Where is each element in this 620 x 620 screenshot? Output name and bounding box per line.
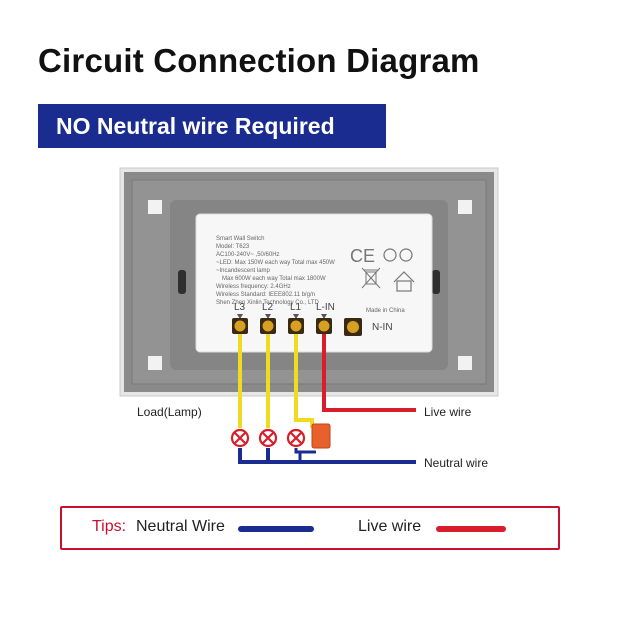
lamp-icon-l1 — [286, 428, 306, 448]
tips-legend: Tips: Neutral Wire Live wire — [60, 506, 560, 550]
terminal-arrow-l3 — [237, 314, 243, 319]
side-notch-left — [178, 270, 186, 294]
lamp-icon-l3 — [230, 428, 250, 448]
terminal-screw-lin — [316, 318, 332, 334]
module-text-3: AC100-240V~ ,50/60Hz — [216, 252, 280, 258]
terminal-arrow-lin — [321, 314, 327, 319]
neutral-wire — [238, 448, 416, 464]
module-text-1: Smart Wall Switch — [216, 236, 264, 242]
terminal-label-nin: N-IN — [372, 322, 393, 333]
legend-live-swatch — [436, 526, 506, 532]
terminal-label-l2: L2 — [262, 302, 274, 313]
corner-slot-br — [458, 356, 472, 370]
lamp-icon-l2 — [258, 428, 278, 448]
weee-bin-icon — [361, 267, 381, 289]
terminal-label-l1: L1 — [290, 302, 302, 313]
circle-mark-icon — [383, 248, 413, 262]
neutral-wire-label: Neutral wire — [424, 456, 489, 470]
side-notch-right — [432, 270, 440, 294]
terminal-screw-l2 — [260, 318, 276, 334]
capacitor — [311, 423, 331, 449]
legend-neutral-label: Neutral Wire — [136, 518, 225, 535]
terminal-arrow-l1 — [293, 314, 299, 319]
page-title: Circuit Connection Diagram — [38, 42, 480, 79]
module-text-6: Max 600W each way Total max 1800W — [222, 276, 326, 282]
module-text-2: Model: T623 — [216, 244, 250, 250]
live-wire — [322, 332, 416, 412]
legend-neutral-swatch — [238, 526, 314, 532]
module-text-7: Wireless frequency: 2.4GHz — [216, 284, 291, 290]
terminal-label-l3: L3 — [234, 302, 246, 313]
module-text-5: ~Incandescent lamp — [216, 268, 271, 274]
module-text-8: Wireless Standard: IEEE802.11 b/g/n — [216, 292, 315, 298]
neutral-branch-l1 — [294, 448, 316, 454]
module-text-9: Shen Zhen Xinlin Technology Co., LTD — [216, 300, 320, 306]
ce-mark: CE — [350, 246, 375, 266]
tips-label: Tips: — [92, 518, 127, 535]
switch-module — [195, 213, 433, 353]
terminal-screw-l3 — [232, 318, 248, 334]
load-wire-l1 — [294, 332, 314, 428]
corner-slot-tl — [148, 200, 162, 214]
legend-live-label: Live wire — [358, 518, 422, 535]
terminal-label-lin: L-IN — [316, 302, 335, 313]
home-icon — [393, 271, 415, 292]
made-in-text: Made in China — [366, 308, 405, 314]
no-neutral-banner: NO Neutral wire Required — [38, 104, 386, 148]
module-text-4: ~LED: Max 150W each way Total max 450W — [216, 260, 335, 266]
live-wire-label: Live wire — [424, 405, 472, 419]
terminal-arrow-l2 — [265, 314, 271, 319]
terminal-screw-nin — [344, 318, 362, 336]
load-label: Load(Lamp) — [137, 405, 202, 419]
corner-slot-bl — [148, 356, 162, 370]
terminal-screw-l1 — [288, 318, 304, 334]
corner-slot-tr — [458, 200, 472, 214]
